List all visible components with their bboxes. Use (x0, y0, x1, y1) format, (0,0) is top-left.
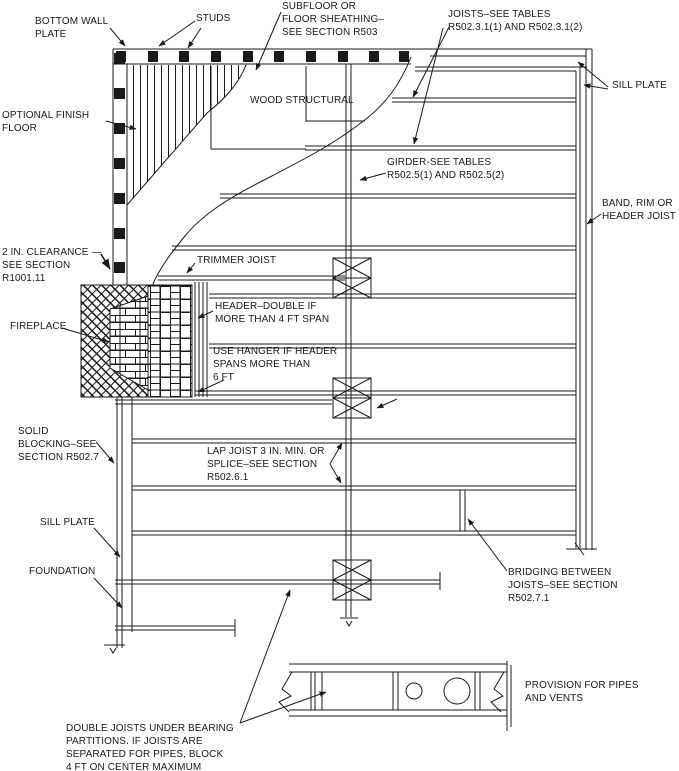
leader-arrows (61, 11, 609, 724)
joists (115, 97, 576, 637)
label-bridging: BRIDGING BETWEEN JOISTS–SEE SECTION R502… (508, 567, 618, 604)
header-lines (194, 282, 208, 397)
label-band-rim: BAND, RIM OR HEADER JOIST (602, 198, 676, 222)
label-double-joists: DOUBLE JOISTS UNDER BEARING PARTITIONS. … (66, 723, 234, 771)
finish-floor-cutaway (126, 64, 247, 206)
lap-splice-symbols (332, 257, 372, 601)
girder-lines (340, 64, 358, 627)
label-sill-plate-left: SILL PLATE (40, 517, 95, 528)
top-wall-plate-band (113, 48, 592, 65)
stud-squares (116, 51, 409, 62)
label-subfloor: SUBFLOOR OR FLOOR SHEATHING– SEE SECTION… (282, 1, 384, 38)
label-fireplace: FIREPLACE (10, 321, 67, 332)
fireplace-plan (80, 284, 193, 398)
label-joists: JOISTS–SEE TABLES R502.3.1(1) AND R502.3… (448, 9, 583, 33)
label-girder: GIRDER-SEE TABLES R502.5(1) AND R502.5(2… (387, 157, 505, 181)
bridging-lines (459, 490, 466, 531)
label-bottom-wall-plate: BOTTOM WALL PLATE (35, 16, 109, 40)
label-trimmer-joist: TRIMMER JOIST (197, 255, 277, 266)
foundation-wall (104, 397, 133, 654)
label-wood-structural: WOOD STRUCTURAL (250, 95, 354, 106)
label-2in-clearance: 2 IN. CLEARANCE — SEE SECTION R1001.11 (2, 247, 102, 284)
label-lap-joist: LAP JOIST 3 IN. MIN. OR SPLICE–SEE SECTI… (207, 446, 325, 483)
label-foundation: FOUNDATION (29, 566, 96, 577)
pipes-vents-detail (278, 661, 512, 731)
label-header-double: HEADER–DOUBLE IF MORE THAN 4 FT SPAN (215, 301, 330, 325)
label-provision-pipes: PROVISION FOR PIPES AND VENTS (525, 680, 639, 704)
band-rim-joist (415, 49, 597, 556)
label-optional-finish-floor: OPTIONAL FINISH FLOOR (2, 110, 90, 134)
label-studs: STUDS (196, 13, 231, 24)
left-wall-band (112, 49, 128, 285)
label-sill-plate-right: SILL PLATE (612, 80, 667, 91)
label-solid-blocking: SOLID BLOCKING–SEE SECTION R502.7 (18, 426, 99, 463)
label-use-hanger: USE HANGER IF HEADER SPANS MORE THAN 6 F… (213, 346, 338, 383)
